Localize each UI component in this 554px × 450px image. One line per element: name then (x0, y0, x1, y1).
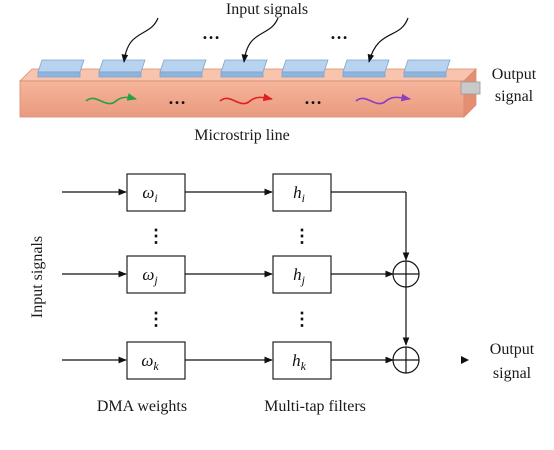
incoming-signal-arrow-2 (241, 17, 279, 63)
element-1 (37, 59, 85, 78)
top-ellipsis-2: … (330, 23, 348, 43)
bottom-output-label-line1: Output (490, 341, 535, 358)
block-diagram-panel: Input signals ωi hi ⋮ ⋮ ωj hj ⋮ ⋮ (29, 173, 535, 415)
weight-box-i (126, 173, 186, 212)
weight-symbol-k: ωk (141, 351, 159, 373)
output-arrowhead (461, 356, 469, 364)
microstrip-front-face (19, 80, 465, 118)
filter-box-j (272, 255, 332, 294)
element-6 (342, 59, 390, 78)
vdots-weights-1: ⋮ (147, 226, 165, 246)
top-ellipsis-1: … (202, 23, 220, 43)
microstrip-panel: Input signals … … … … Output signal Micr… (19, 1, 537, 144)
element-2 (98, 59, 146, 78)
multi-tap-filters-caption: Multi-tap filters (264, 398, 366, 415)
filter-symbol-j: hj (293, 265, 306, 287)
weight-box-k (126, 341, 186, 380)
bottom-output-label-line2: signal (493, 365, 532, 382)
top-input-signals-label: Input signals (226, 1, 308, 18)
incoming-signal-arrow-1 (121, 17, 159, 63)
top-output-label-line1: Output (492, 66, 537, 83)
filter-symbol-k: hk (292, 351, 307, 373)
weight-box-j (126, 255, 186, 294)
bottom-input-signals-label: Input signals (29, 236, 46, 318)
output-port (460, 81, 481, 95)
guided-wave-green (85, 93, 137, 105)
guided-wave-purple (355, 93, 411, 105)
weight-symbol-j: ωj (142, 265, 158, 287)
vdots-filters-2: ⋮ (293, 309, 311, 329)
filter-symbol-i: hi (293, 183, 305, 205)
weight-symbol-i: ωi (142, 183, 157, 205)
dma-weights-caption: DMA weights (97, 398, 187, 415)
element-7 (403, 59, 451, 78)
element-3 (159, 59, 207, 78)
element-4 (220, 59, 268, 78)
metamaterial-elements (37, 59, 451, 78)
filter-box-k (272, 341, 332, 380)
vdots-weights-2: ⋮ (147, 309, 165, 329)
strip-ellipsis-2: … (304, 88, 322, 108)
element-5 (281, 59, 329, 78)
vdots-filters-1: ⋮ (293, 226, 311, 246)
summing-junction-2 (392, 346, 420, 374)
top-output-label-line2: signal (495, 88, 534, 105)
strip-ellipsis-1: … (168, 88, 186, 108)
incoming-signal-arrow-3 (367, 17, 409, 63)
guided-wave-red (219, 93, 273, 105)
summing-junction-1 (392, 260, 420, 288)
microstrip-line-label: Microstrip line (194, 127, 290, 144)
